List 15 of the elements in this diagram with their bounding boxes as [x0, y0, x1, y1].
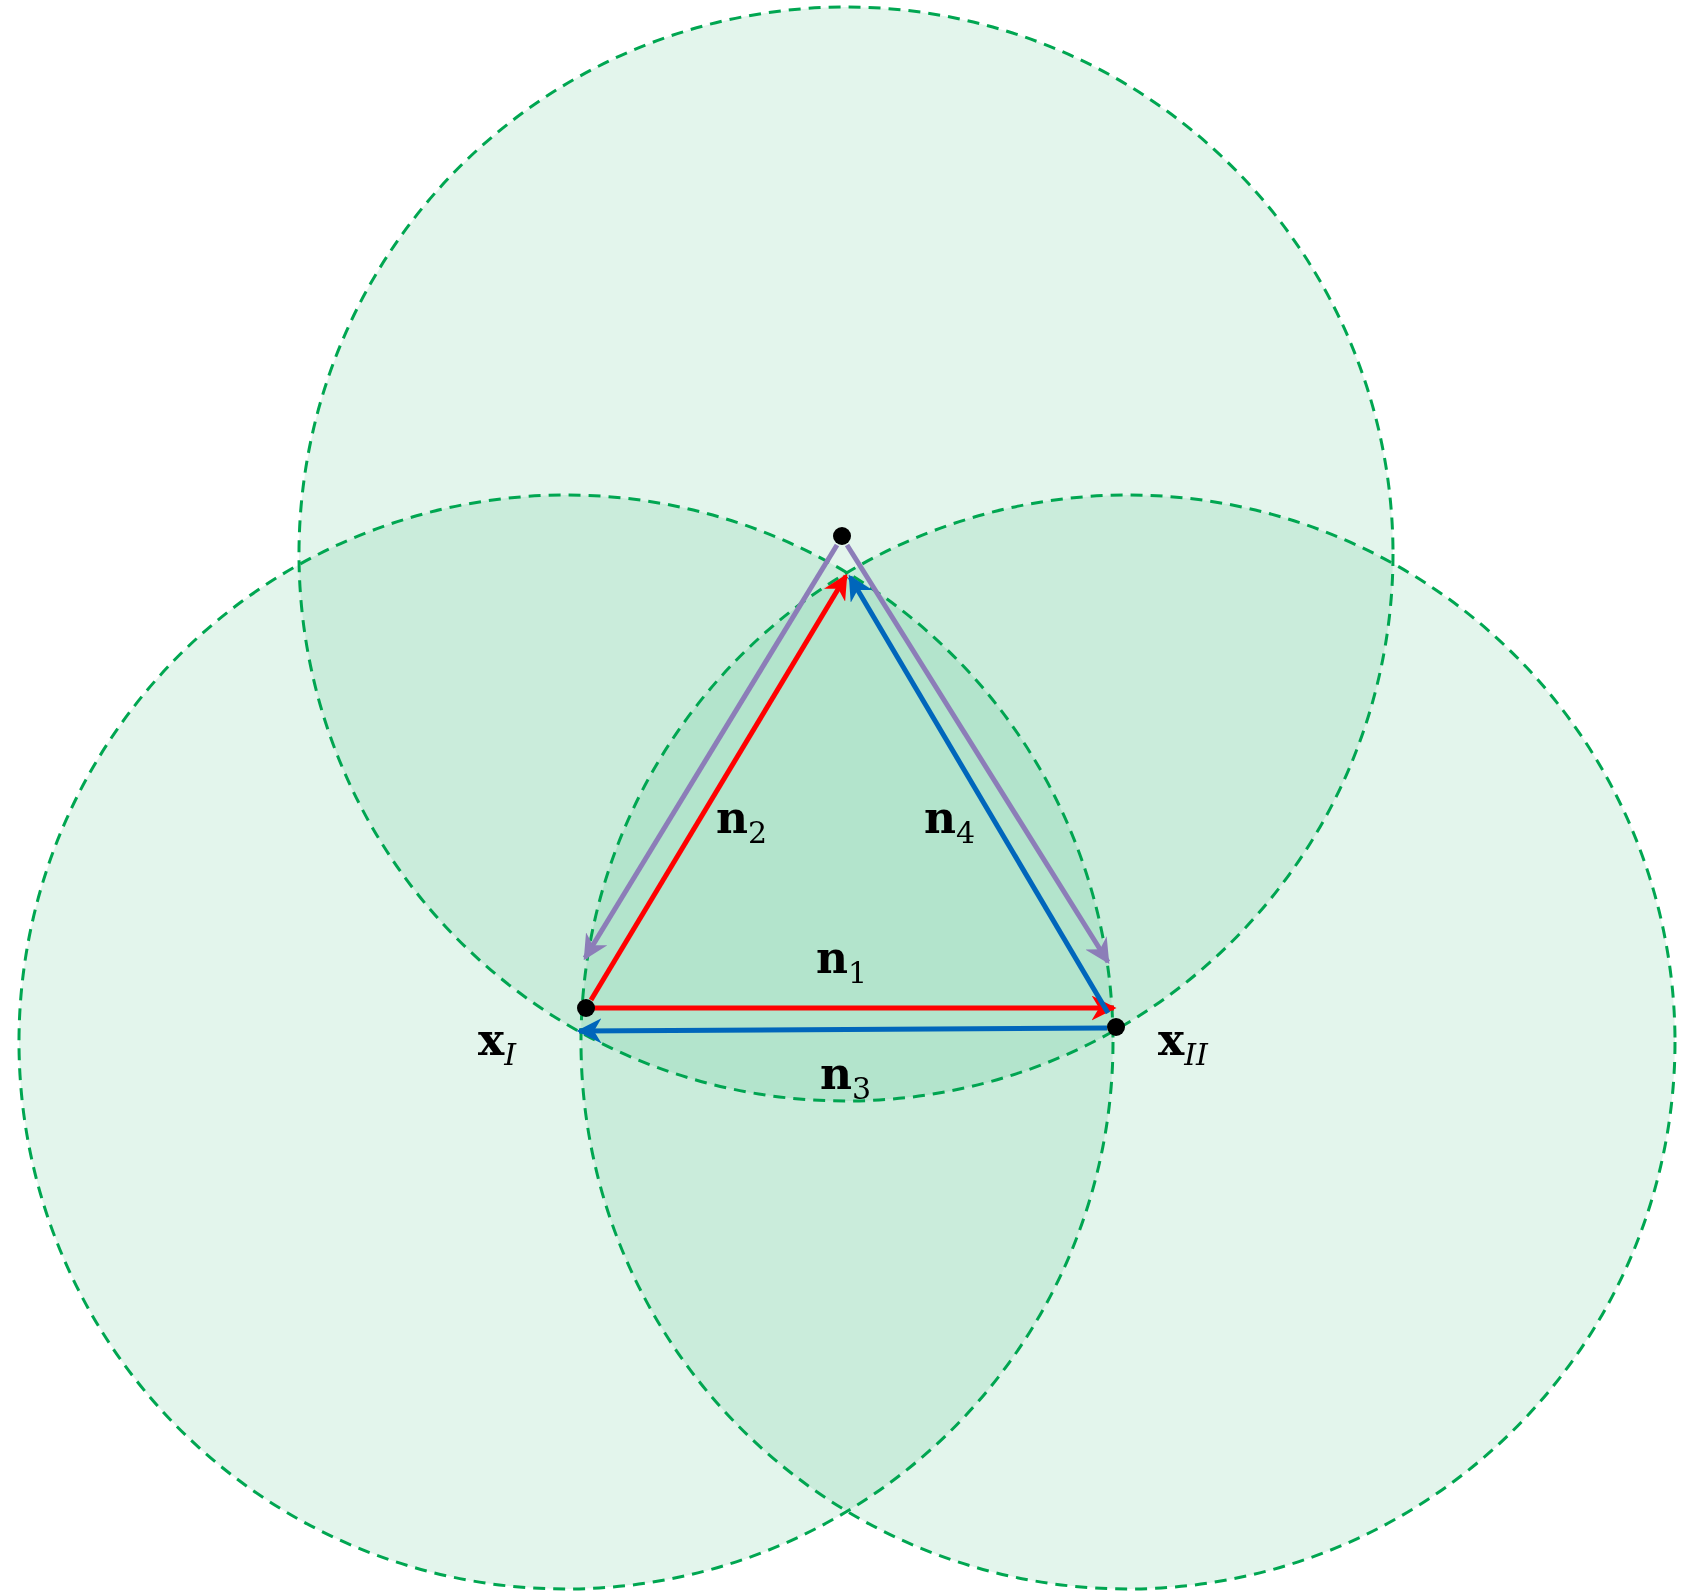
vector-label: n$_{1}$ [816, 936, 868, 988]
point-marker [1107, 1018, 1125, 1036]
vector-arrow [588, 573, 849, 1002]
vector-label: n$_{2}$ [716, 796, 768, 848]
point-marker [577, 999, 595, 1017]
vector-label: n$_{3}$ [820, 1052, 872, 1104]
vector-arrow [847, 574, 1111, 1015]
point-label: x$_{II}$ [1158, 1018, 1208, 1070]
vector-arrow [594, 995, 1117, 1021]
point-label: x$_{I}$ [478, 1018, 517, 1070]
vector-label: n$_{4}$ [924, 796, 976, 848]
vector-arrow [844, 543, 1111, 965]
point-marker [833, 527, 851, 545]
vector-arrow [582, 543, 840, 961]
vector-arrow [576, 1018, 1107, 1044]
